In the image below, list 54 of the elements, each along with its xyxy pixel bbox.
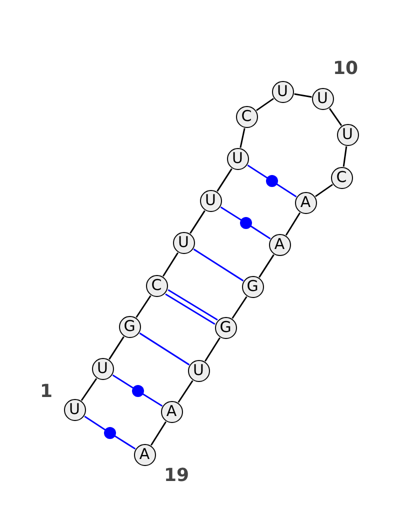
backbone-line	[294, 93, 312, 98]
nucleotide-circle: U	[226, 148, 248, 170]
nucleotide-circle: G	[242, 276, 264, 298]
base-pair-line	[250, 225, 271, 240]
nucleotide-circle: A	[268, 234, 290, 256]
pair-dot	[266, 175, 278, 187]
base-pair-line	[193, 248, 244, 282]
backbone-line	[80, 378, 98, 401]
base-pair-line	[276, 183, 297, 198]
nucleotide-circle: U	[312, 88, 334, 110]
base-pair-line	[220, 206, 242, 221]
nucleotide-circle: C	[330, 166, 352, 188]
position-number: 1	[40, 383, 53, 401]
nucleotide-circle: G	[118, 316, 140, 338]
pair-dot	[104, 427, 116, 439]
nucleotide-circle: U	[172, 232, 194, 254]
backbone-line	[190, 210, 206, 234]
nucleotide-circle: A	[134, 444, 156, 466]
backbone-line	[108, 336, 124, 360]
backbone-line	[315, 184, 333, 198]
nucleotide-circle: C	[146, 274, 168, 296]
base-pair-line	[84, 416, 106, 431]
backbone-line	[256, 98, 274, 112]
position-number: 19	[164, 467, 190, 485]
backbone-line	[240, 128, 246, 148]
backbone-line	[232, 296, 248, 319]
backbone-line	[150, 421, 167, 446]
nucleotide-circle: G	[214, 316, 236, 338]
base-pair-line	[114, 435, 136, 450]
nucleotide-circle: U	[92, 358, 114, 380]
backbone-line	[258, 254, 274, 278]
base-pair-line	[247, 164, 268, 179]
backbone-line	[162, 252, 179, 277]
base-pair-line	[112, 374, 134, 389]
backbone-line	[178, 380, 194, 403]
pair-dot	[132, 385, 144, 397]
backbone-line	[285, 212, 301, 236]
nucleotide-circle: C	[236, 106, 258, 128]
nucleotide-circle: U	[64, 398, 86, 420]
nucleotide-circle: U	[188, 360, 210, 382]
nucleotide-circle: U	[336, 124, 358, 146]
nucleotide-circle: U	[272, 80, 294, 102]
backbone-line	[328, 108, 342, 126]
base-pair-line	[142, 392, 163, 407]
nucleotide-circle: A	[294, 192, 316, 214]
backbone-line	[216, 168, 232, 192]
nucleotide-circle: U	[200, 190, 222, 212]
position-number: 10	[333, 60, 358, 78]
backbone-line	[204, 337, 221, 362]
backbone-line	[136, 295, 152, 318]
nucleotide-circle: A	[160, 400, 182, 422]
backbone-line	[342, 146, 348, 167]
base-pair-line	[139, 332, 190, 366]
pair-dot	[240, 217, 252, 229]
